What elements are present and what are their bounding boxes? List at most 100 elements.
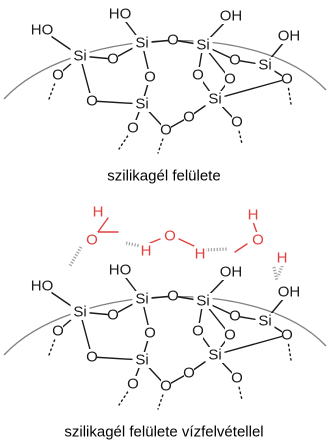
atom-o: O	[229, 308, 241, 325]
dangling-bond	[236, 377, 243, 401]
atom-label-backing	[193, 67, 203, 83]
atom-label-backing	[247, 207, 259, 223]
atom-si: Si	[135, 96, 148, 113]
atom-label-backing	[168, 32, 178, 48]
atom-label-backing	[184, 365, 194, 381]
atom-o: O	[52, 67, 64, 84]
bond-line	[214, 78, 288, 100]
atom-o: O	[160, 378, 172, 395]
atom-label-backing	[145, 69, 155, 85]
caption-top: szilikagél felülete	[107, 168, 220, 185]
water-atom-h: H	[248, 207, 259, 224]
atom-si: Si	[208, 347, 221, 364]
water-atom-h: H	[277, 250, 288, 267]
atom-label-backing	[225, 71, 235, 87]
atom-label-backing	[221, 8, 241, 24]
atom-o: O	[229, 52, 241, 69]
atom-oh: OH	[220, 8, 243, 25]
dangling-bond	[157, 385, 167, 410]
hydrogen-bond	[68, 246, 83, 267]
atom-label-backing	[132, 96, 152, 112]
hydrogen-bond	[272, 266, 279, 282]
atom-label-backing	[32, 278, 52, 294]
atom-si: Si	[135, 352, 148, 369]
atom-label-backing	[232, 114, 242, 130]
atom-si: Si	[135, 291, 148, 308]
atom-label-backing	[145, 325, 155, 341]
water-bond	[97, 217, 109, 233]
atom-ho: HO	[109, 262, 132, 279]
atom-label-backing	[255, 313, 275, 329]
atom-label-backing	[168, 288, 178, 304]
atom-oh: OH	[278, 284, 301, 301]
atom-oh: OH	[278, 28, 301, 45]
atom-label-backing	[279, 28, 299, 44]
atom-label-backing	[225, 327, 235, 343]
atom-o: O	[192, 323, 204, 340]
atom-o: O	[107, 307, 119, 324]
atom-oh: OH	[220, 264, 243, 281]
atom-si: Si	[73, 48, 86, 65]
atom-si: Si	[135, 35, 148, 52]
atom-o: O	[52, 323, 64, 340]
atom-label-backing	[221, 264, 241, 280]
atom-label-backing	[86, 232, 98, 248]
atom-label-backing	[193, 323, 203, 339]
atom-o: O	[127, 120, 139, 137]
water-atom-o: O	[164, 228, 176, 245]
atom-o: O	[281, 327, 293, 344]
atom-si: Si	[208, 91, 221, 108]
atom-label-backing	[132, 35, 152, 51]
atom-label-backing	[87, 349, 97, 365]
atom-ho: HO	[109, 6, 132, 23]
hydrogen-bond	[125, 241, 141, 248]
atom-o: O	[183, 109, 195, 126]
atom-si: Si	[258, 57, 271, 74]
atom-label-backing	[140, 243, 152, 259]
atom-label-backing	[255, 57, 275, 73]
atom-ho: HO	[31, 22, 54, 39]
atom-o: O	[192, 67, 204, 84]
atom-label-backing	[193, 37, 213, 53]
dangling-bond	[157, 129, 167, 154]
atom-o: O	[144, 325, 156, 342]
atom-label-backing	[108, 51, 118, 67]
atom-label-backing	[279, 284, 299, 300]
atom-o: O	[107, 51, 119, 68]
water-atom-o: O	[86, 232, 98, 249]
hydrogen-bond	[204, 247, 229, 252]
atom-label-backing	[32, 22, 52, 38]
atom-label-backing	[232, 370, 242, 386]
atom-ho: HO	[31, 278, 54, 295]
atom-label-backing	[161, 122, 171, 138]
water-bond	[178, 238, 195, 247]
atom-si: Si	[258, 313, 271, 330]
atom-o: O	[86, 93, 98, 110]
atom-label-backing	[92, 204, 104, 220]
atom-label-backing	[184, 109, 194, 125]
dangling-bond	[236, 121, 243, 145]
atom-label-backing	[128, 120, 138, 136]
atom-label-backing	[128, 376, 138, 392]
atom-label-backing	[161, 378, 171, 394]
atom-label-backing	[282, 327, 292, 343]
atom-label-backing	[110, 262, 130, 278]
atom-label-backing	[132, 352, 152, 368]
atom-o: O	[127, 376, 139, 393]
atom-label-backing	[230, 52, 240, 68]
atom-o: O	[224, 71, 236, 88]
atom-label-backing	[87, 93, 97, 109]
atom-o: O	[231, 114, 243, 131]
water-bond	[234, 243, 248, 253]
water-atom-h: H	[141, 243, 152, 260]
hydrogen-bond	[276, 262, 285, 278]
atom-label-backing	[53, 323, 63, 339]
bond-line	[214, 334, 288, 356]
atom-label-backing	[164, 228, 176, 244]
atom-label-backing	[194, 246, 206, 262]
atom-label-backing	[70, 48, 90, 64]
atom-label-backing	[193, 293, 213, 309]
